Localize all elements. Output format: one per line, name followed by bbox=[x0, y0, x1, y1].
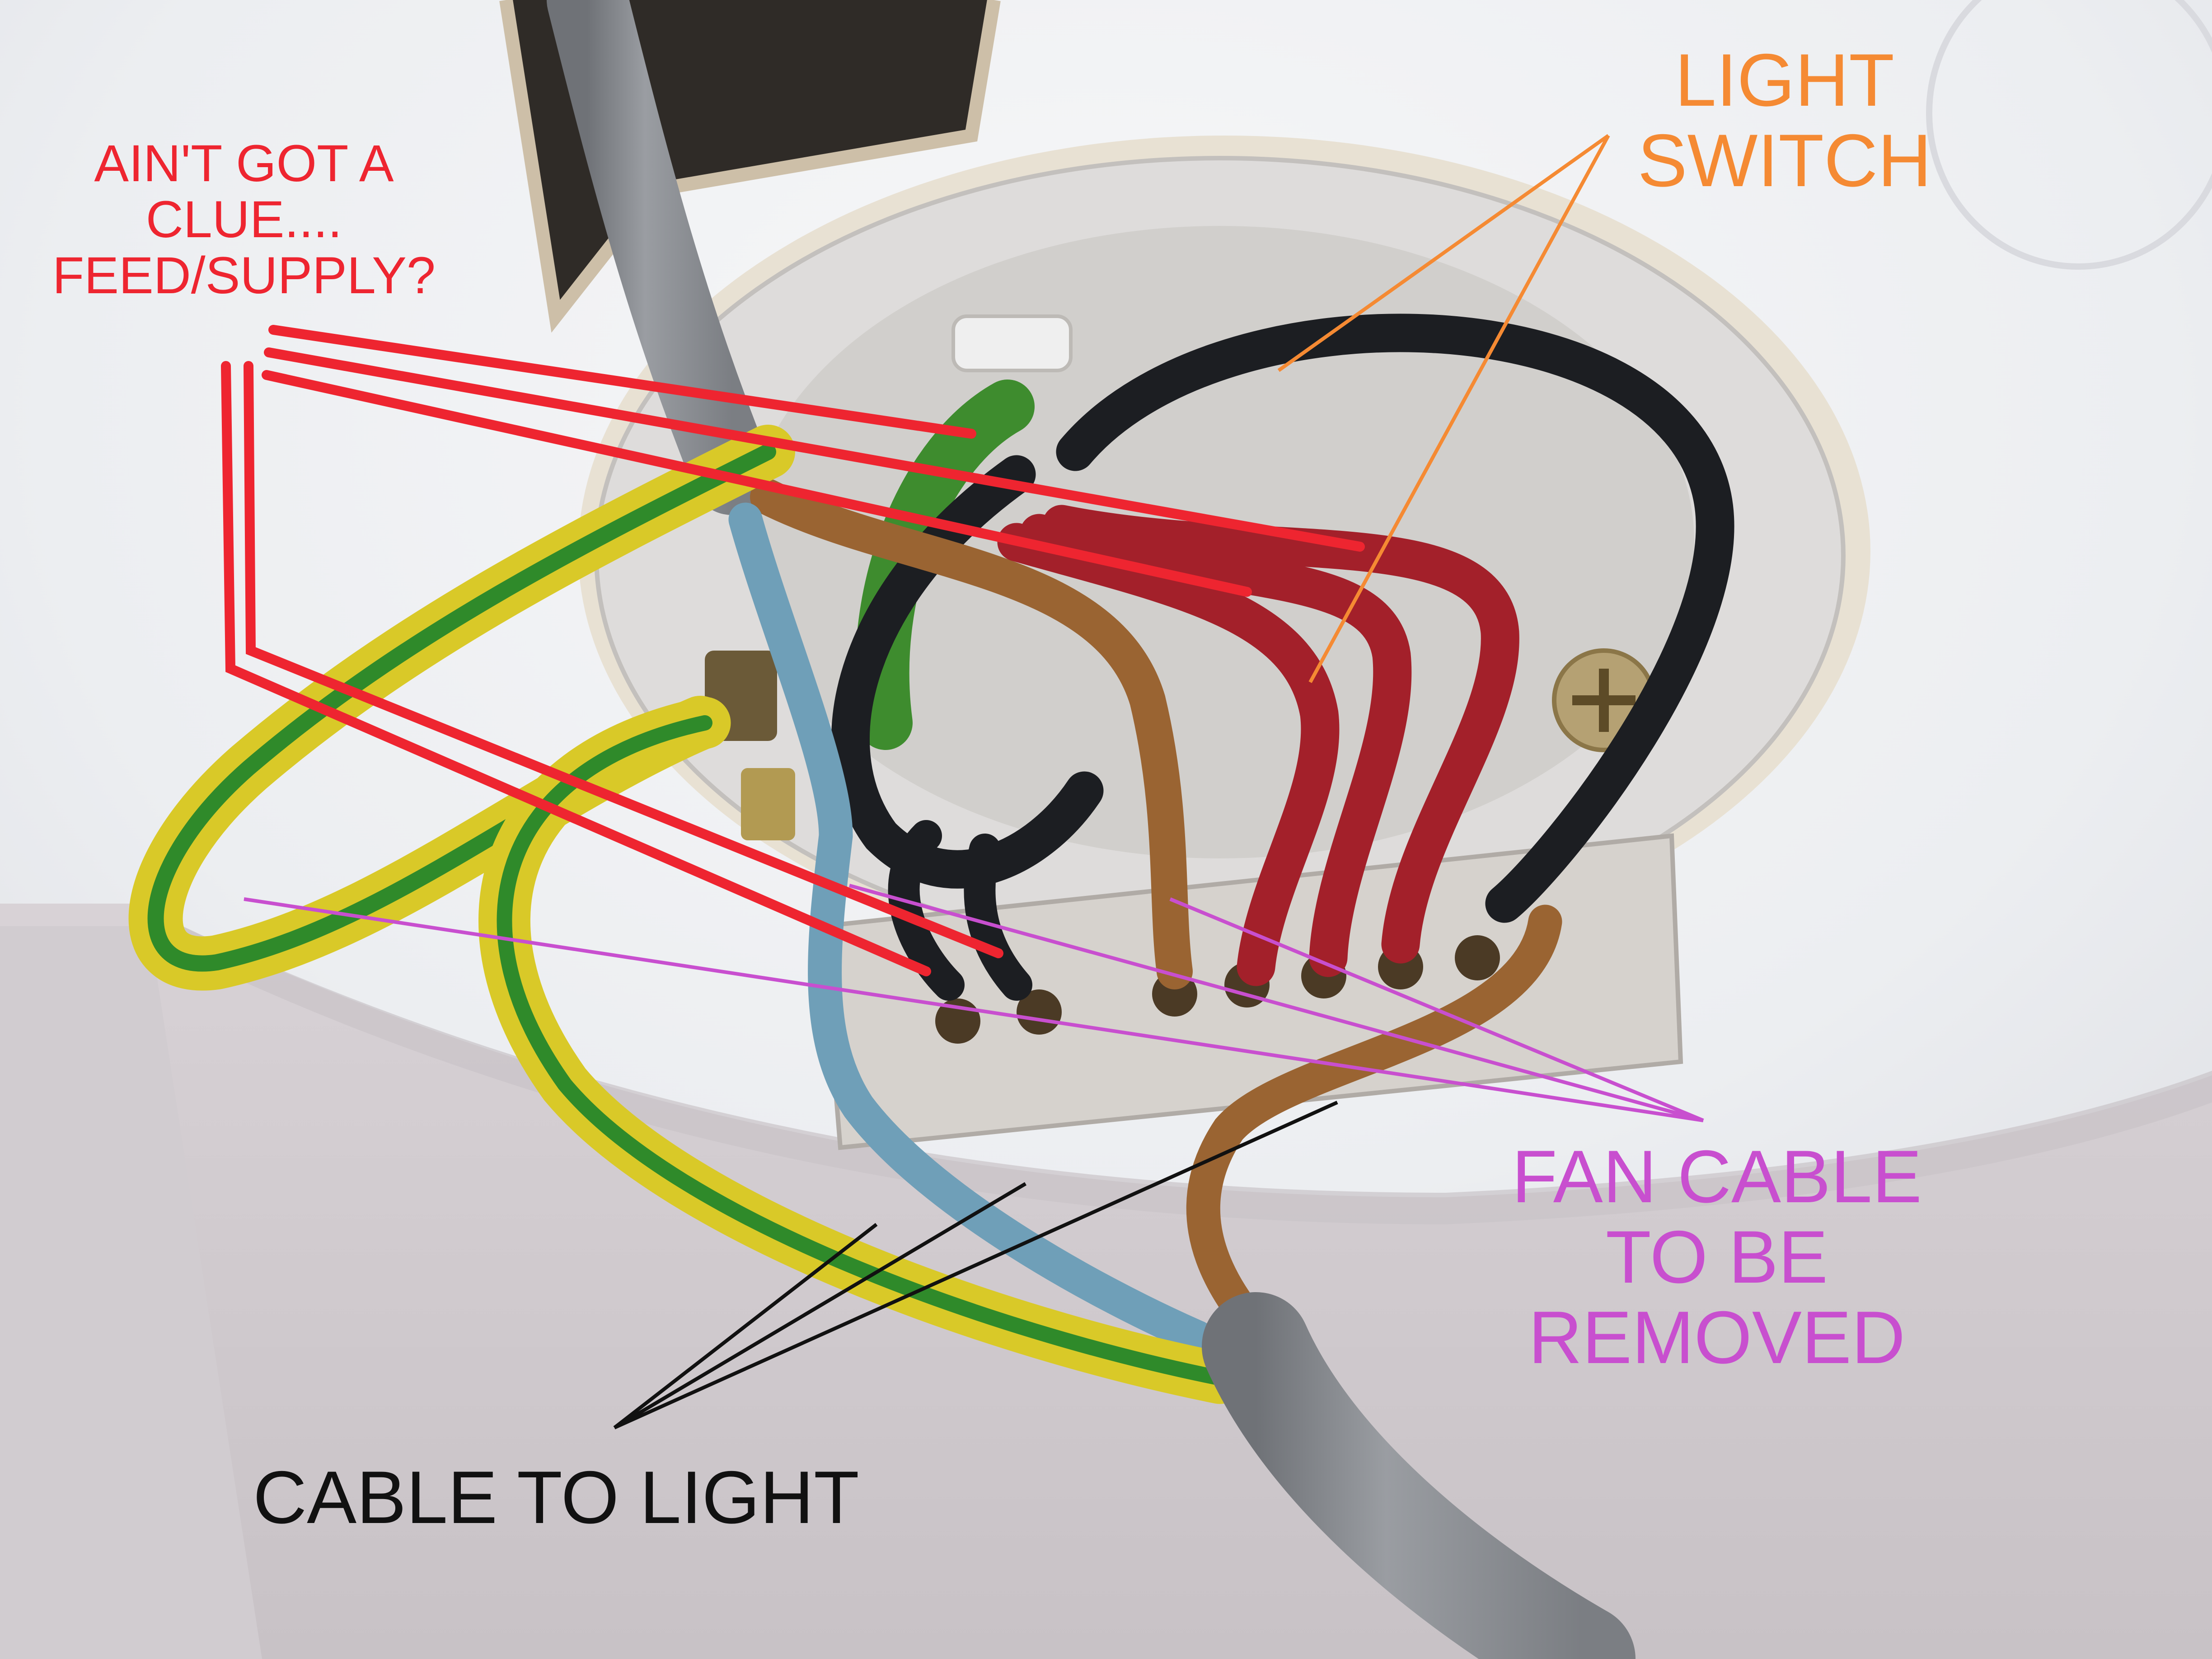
black-wire-inner bbox=[831, 455, 1104, 889]
annotation-pointers-red bbox=[221, 325, 1365, 976]
label-fan-line-2: TO BE bbox=[1605, 1215, 1828, 1299]
red-wire-1 bbox=[997, 523, 1340, 986]
red-wire-2 bbox=[1020, 514, 1412, 977]
red-wire-3 bbox=[1042, 505, 1519, 964]
label-cable-to-light: CABLE TO LIGHT bbox=[253, 1457, 931, 1537]
wall-edge bbox=[0, 926, 262, 1659]
label-fan-line-3: REMOVED bbox=[1528, 1296, 1906, 1379]
grey-cable-to-light bbox=[1202, 1292, 1636, 1659]
label-unknown-line-3: FEED/SUPPLY? bbox=[52, 247, 436, 305]
label-fan-line-1: FAN CABLE bbox=[1512, 1135, 1922, 1218]
label-feed-supply-unknown: AIN'T GOT A CLUE.... FEED/SUPPLY? bbox=[18, 136, 470, 304]
brown-fan-wire bbox=[1186, 904, 1562, 1345]
black-switch-loop bbox=[1056, 314, 1734, 923]
brown-wire bbox=[750, 479, 1193, 989]
ceiling-ring-mark bbox=[1926, 0, 2212, 270]
label-light-line-1: CABLE TO LIGHT bbox=[253, 1456, 859, 1539]
grey-feed-cable-top bbox=[547, 0, 773, 515]
earth-loop-left-stripe bbox=[147, 444, 776, 972]
label-unknown-line-1: AIN'T GOT A bbox=[94, 135, 394, 192]
rose-clip bbox=[951, 314, 1073, 372]
blue-neutral-wire bbox=[728, 502, 1214, 1354]
label-light-switch: LIGHT SWITCH bbox=[1608, 40, 1961, 201]
label-switch-line-1: LIGHT bbox=[1675, 38, 1894, 122]
label-fan-cable: FAN CABLE TO BE REMOVED bbox=[1468, 1136, 1965, 1378]
annotation-pointers-orange bbox=[1277, 134, 1610, 683]
label-unknown-line-2: CLUE.... bbox=[145, 191, 342, 249]
annotation-pointers-black bbox=[613, 1101, 1338, 1429]
annotation-pointers-purple bbox=[244, 884, 1704, 1122]
wires bbox=[128, 0, 1734, 1659]
label-switch-line-2: SWITCH bbox=[1637, 119, 1932, 202]
